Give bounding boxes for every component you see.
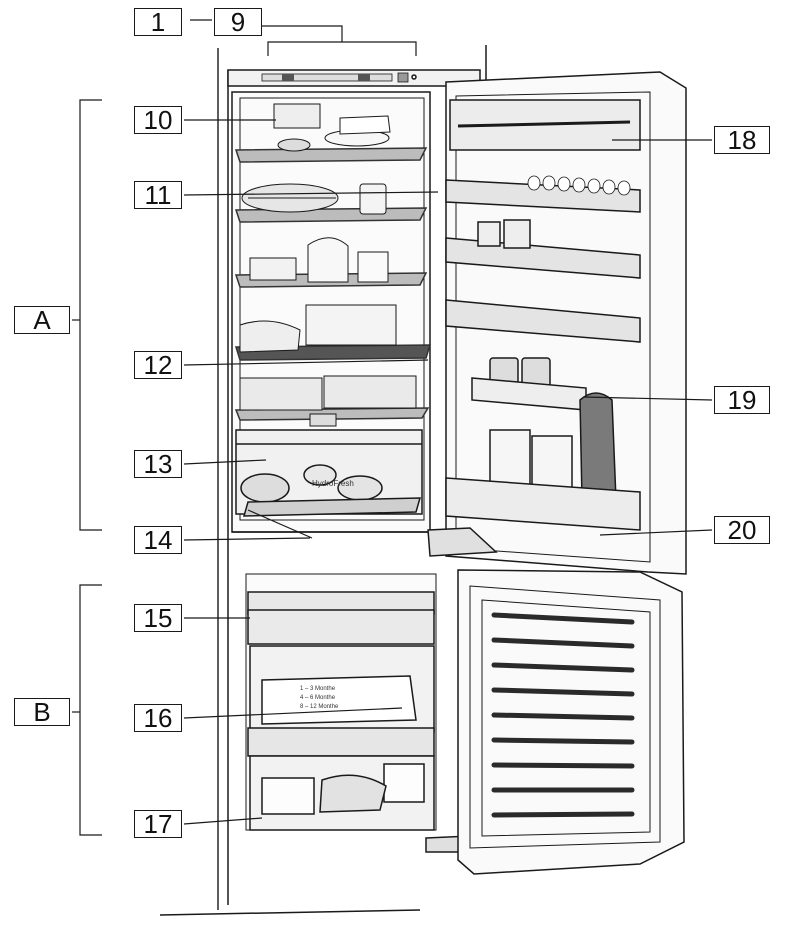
callout-18: 18 bbox=[714, 126, 770, 154]
callout-19: 19 bbox=[714, 386, 770, 414]
callout-20: 20 bbox=[714, 516, 770, 544]
control-panel bbox=[261, 72, 417, 83]
freezer-door-ridges bbox=[491, 612, 635, 818]
vegetable-drawer bbox=[235, 429, 423, 517]
months-line-3: 8 – 12 Monthe bbox=[300, 704, 339, 710]
months-line-2: 4 – 6 Monthe bbox=[300, 695, 336, 701]
callout-13: 13 bbox=[134, 450, 182, 478]
callout-10: 10 bbox=[134, 106, 182, 134]
food-items bbox=[239, 103, 417, 427]
callout-1: 1 bbox=[134, 8, 182, 36]
months-line-1: 1 – 3 Monthe bbox=[300, 686, 336, 692]
fridge-door bbox=[445, 71, 687, 575]
callout-12: 12 bbox=[134, 351, 182, 379]
callout-15: 15 bbox=[134, 604, 182, 632]
callout-17: 17 bbox=[134, 810, 182, 838]
callout-16: 16 bbox=[134, 704, 182, 732]
callout-9: 9 bbox=[214, 8, 262, 36]
hydrofresh-text: HydroFresh bbox=[312, 479, 354, 488]
callout-11: 11 bbox=[134, 181, 182, 209]
callout-14: 14 bbox=[134, 526, 182, 554]
callout-A: A bbox=[14, 306, 70, 334]
callout-B: B bbox=[14, 698, 70, 726]
freezer-drawers bbox=[245, 573, 437, 831]
